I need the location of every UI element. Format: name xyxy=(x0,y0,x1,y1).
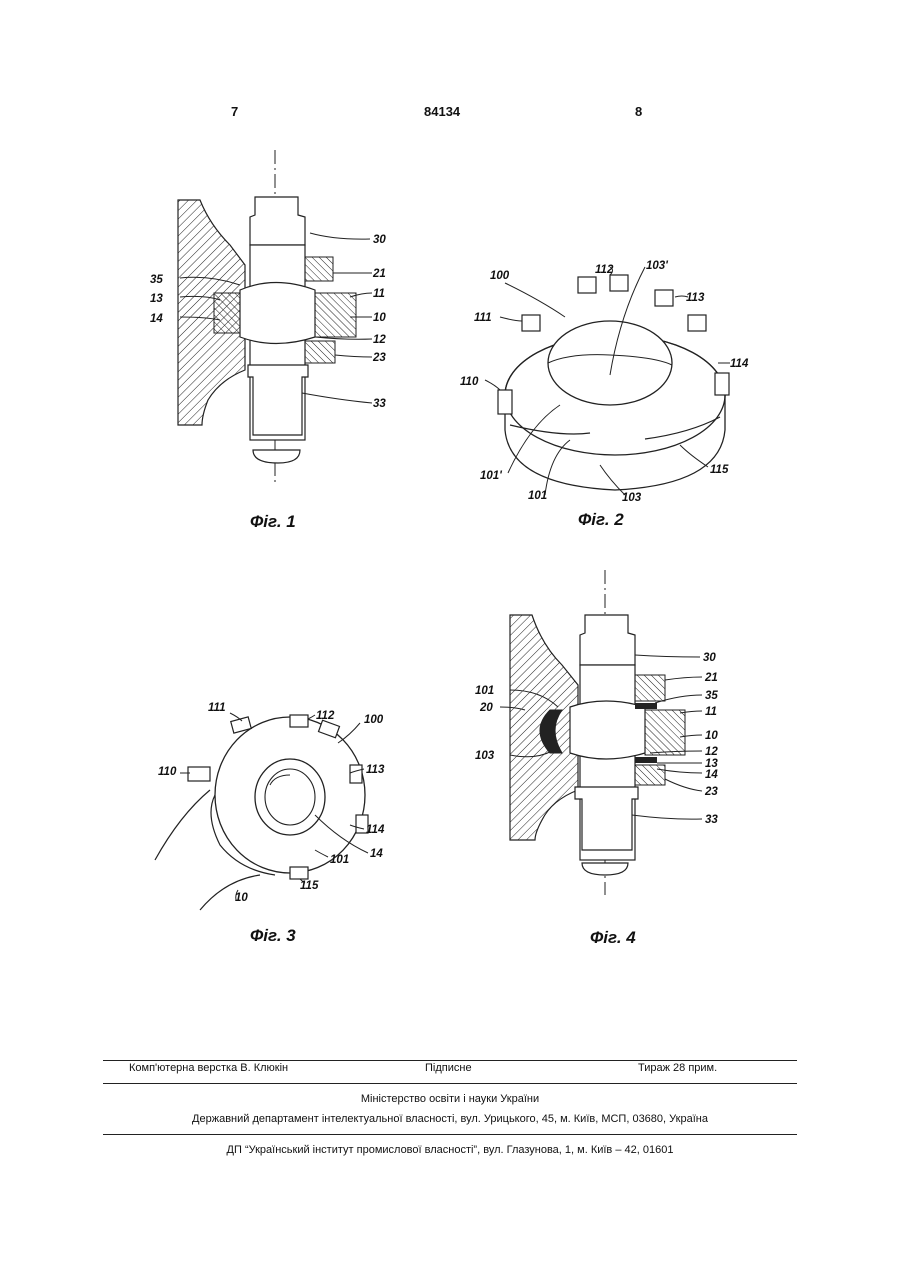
footer-rule-top xyxy=(103,1060,797,1061)
circulation: Тираж 28 прим. xyxy=(638,1062,717,1074)
fig1-label: 33 xyxy=(373,398,386,410)
ministry-line: Міністерство освіти і науки України xyxy=(103,1093,797,1105)
fig1-label: 35 xyxy=(150,274,163,286)
layout-credit: Комп'ютерна верстка В. Клюкін xyxy=(129,1062,288,1074)
fig2-label: 111 xyxy=(474,312,491,324)
institute-line: ДП “Український інститут промислової вла… xyxy=(103,1144,797,1156)
figure-1: 30 21 35 11 13 10 14 12 23 33 Фіг. 1 xyxy=(150,145,410,540)
fig2-label: 101' xyxy=(480,470,503,482)
fig4-label: 21 xyxy=(704,672,718,684)
fig2-label: 110 xyxy=(460,376,479,388)
fig1-label: 23 xyxy=(372,352,386,364)
fig4-label: 35 xyxy=(705,690,718,702)
fig3-caption: Фіг. 3 xyxy=(250,926,296,945)
fig2-label: 100 xyxy=(490,270,510,282)
fig2-label: 112 xyxy=(595,264,614,276)
fig3-label: 100 xyxy=(364,714,384,726)
fig2-label: 103 xyxy=(622,492,642,504)
footer-rule-bottom xyxy=(103,1134,797,1135)
fig1-label: 21 xyxy=(372,268,386,280)
fig4-label: 14 xyxy=(705,769,718,781)
fig2-caption: Фіг. 2 xyxy=(578,510,624,529)
fig4-label: 11 xyxy=(705,706,717,718)
fig4-label: 103 xyxy=(475,750,495,762)
fig2-label: 115 xyxy=(710,464,729,476)
fig2-label: 114 xyxy=(730,358,749,370)
fig1-label: 13 xyxy=(150,293,163,305)
footer-rule-middle xyxy=(103,1083,797,1084)
fig3-label: 111 xyxy=(208,702,225,714)
fig2-label: 103' xyxy=(646,260,669,272)
fig4-label: 23 xyxy=(704,786,718,798)
fig3-label: 115 xyxy=(300,880,319,892)
fig3-label: 110 xyxy=(158,766,177,778)
fig4-label: 101 xyxy=(475,685,494,697)
fig4-label: 30 xyxy=(703,652,716,664)
fig3-label: 101 xyxy=(330,854,349,866)
signed-label: Підписне xyxy=(425,1062,472,1074)
patent-number: 84134 xyxy=(424,104,460,119)
fig2-label: 101 xyxy=(528,490,547,502)
fig2-label: 113 xyxy=(686,292,705,304)
fig3-label: 113 xyxy=(366,764,385,776)
fig1-label: 10 xyxy=(373,312,386,324)
department-line: Державний департамент інтелектуальної вл… xyxy=(103,1113,797,1125)
fig1-caption: Фіг. 1 xyxy=(250,512,296,531)
fig1-label: 12 xyxy=(373,334,386,346)
fig1-label: 14 xyxy=(150,313,163,325)
figure-3: 111 112 100 110 113 114 14 101 10 115 Фі… xyxy=(150,695,410,950)
fig4-label: 20 xyxy=(479,702,493,714)
fig3-label: 10 xyxy=(235,892,248,904)
fig3-label: 112 xyxy=(316,710,335,722)
fig1-label: 30 xyxy=(373,234,386,246)
page-number-right: 8 xyxy=(635,104,642,119)
fig1-label: 11 xyxy=(373,288,385,300)
fig3-label: 114 xyxy=(366,824,385,836)
fig4-caption: Фіг. 4 xyxy=(590,928,636,947)
figure-4: 30 21 101 35 20 11 10 103 12 13 14 23 33… xyxy=(470,565,770,950)
fig4-label: 10 xyxy=(705,730,718,742)
fig4-label: 33 xyxy=(705,814,718,826)
figure-2: 100 112 103' 113 111 114 110 115 101' 10… xyxy=(450,255,770,535)
fig4-label: 12 xyxy=(705,746,718,758)
page-number-left: 7 xyxy=(231,104,238,119)
fig3-label: 14 xyxy=(370,848,383,860)
